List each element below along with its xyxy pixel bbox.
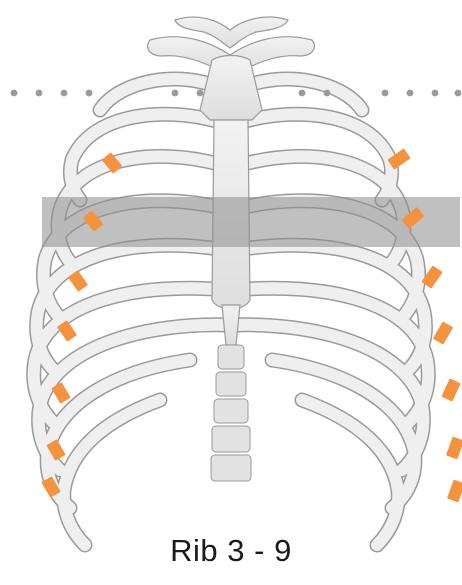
- highlight-band: [42, 197, 460, 247]
- diagram-caption: Rib 3 - 9: [0, 533, 462, 569]
- rib-marker: [433, 321, 453, 344]
- rib-marker: [446, 437, 462, 460]
- vertebral-column: [211, 345, 251, 481]
- rib-marker: [447, 480, 462, 503]
- rib-marker: [441, 378, 460, 401]
